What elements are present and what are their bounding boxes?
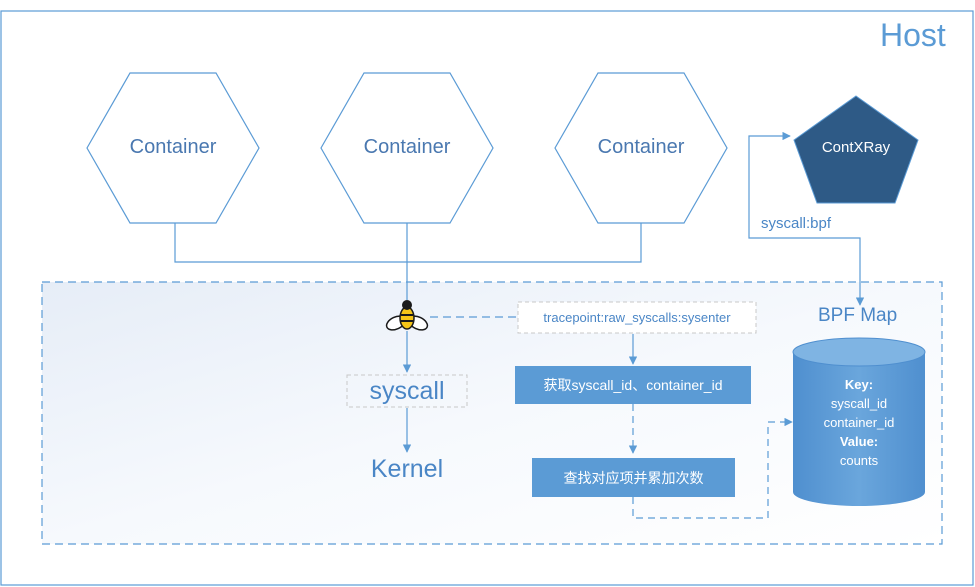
contxray-label: ContXRay [821,139,891,156]
map-value-field: counts [839,453,879,468]
host-title: Host [880,17,946,53]
tracepoint-box [517,301,757,334]
host-frame [0,10,974,586]
map-key-label: Key: [844,377,874,392]
map-key-field: syscall_id [830,396,888,411]
syscall-box [346,374,468,408]
syscall-bpf-label: syscall:bpf [761,215,832,232]
step2-to-map-arrow [632,417,793,519]
bpf-map-contents: Key: syscall_id container_id Value: coun… [793,375,925,470]
map-key-field: container_id [823,415,895,430]
syscall-label: syscall [369,377,445,405]
step-lookup-accumulate: 查找对应项并累加次数 [532,458,735,497]
tracepoint-label: tracepoint:raw_syscalls:sysenter [543,310,731,325]
map-value-label: Value: [839,434,879,449]
container-hexagon-1 [86,72,260,224]
step-get-ids: 获取syscall_id、container_id [515,366,751,404]
container-label-1: Container [129,136,217,158]
container-bus-line [174,223,642,263]
container-hexagon-3 [554,72,728,224]
kernel-area [41,281,943,545]
bee-hook-icon [385,300,429,331]
container-hexagon-2 [320,72,494,224]
kernel-label: Kernel [370,455,444,483]
syscall-bpf-link [748,131,865,306]
bpf-map-cylinder [792,337,926,506]
container-label-2: Container [363,136,451,158]
bpf-map-title: BPF Map [818,305,898,326]
container-label-3: Container [597,136,685,158]
